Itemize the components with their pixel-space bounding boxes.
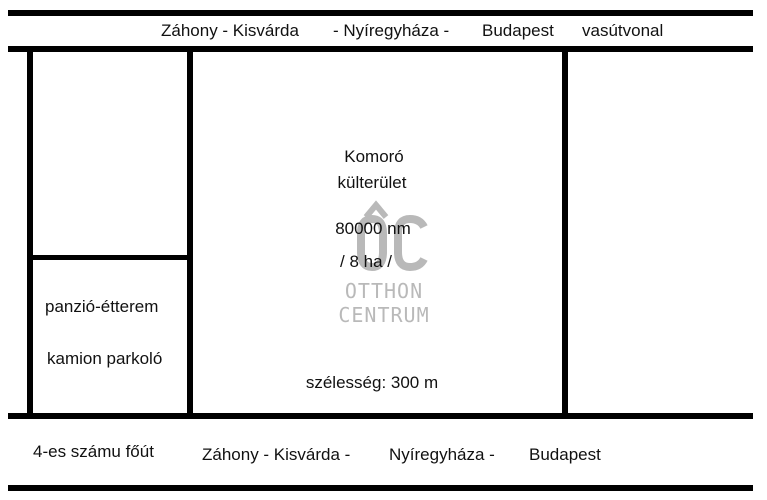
railway-top-line	[8, 10, 753, 16]
plot-right-boundary	[562, 49, 568, 416]
road-label-part2: Nyíregyháza -	[389, 445, 495, 464]
road-label-part3: Budapest	[529, 445, 601, 464]
plot-area-nm: 80000 nm	[335, 219, 411, 238]
watermark-line1: OTTHON	[344, 279, 424, 303]
railway-bottom-line	[8, 46, 753, 52]
railway-label-part2: - Nyíregyháza -	[333, 21, 450, 40]
road-bottom-line	[8, 485, 753, 491]
watermark-line2: CENTRUM	[338, 303, 430, 327]
left-boundary-line	[27, 49, 33, 416]
left-parcel-line1: panzió-étterem	[45, 297, 159, 316]
railway-label-part3: Budapest	[482, 21, 554, 40]
left-parcel-divider	[30, 255, 190, 260]
plot-name-line1: Komoró	[344, 147, 404, 166]
road-name: 4-es számu főút	[33, 442, 154, 461]
road-label-part1: Záhony - Kisvárda -	[202, 445, 351, 464]
road-top-line	[8, 413, 753, 419]
left-parcel-right-boundary	[187, 49, 193, 416]
railway-label-part1: Záhony - Kisvárda	[161, 21, 299, 40]
plot-width: szélesség: 300 m	[305, 373, 439, 392]
left-parcel-line2: kamion parkoló	[47, 349, 163, 368]
railway-label-part4: vasútvonal	[582, 21, 664, 40]
plot-area-ha: / 8 ha /	[340, 252, 392, 271]
plot-name-line2: külterület	[337, 173, 407, 192]
